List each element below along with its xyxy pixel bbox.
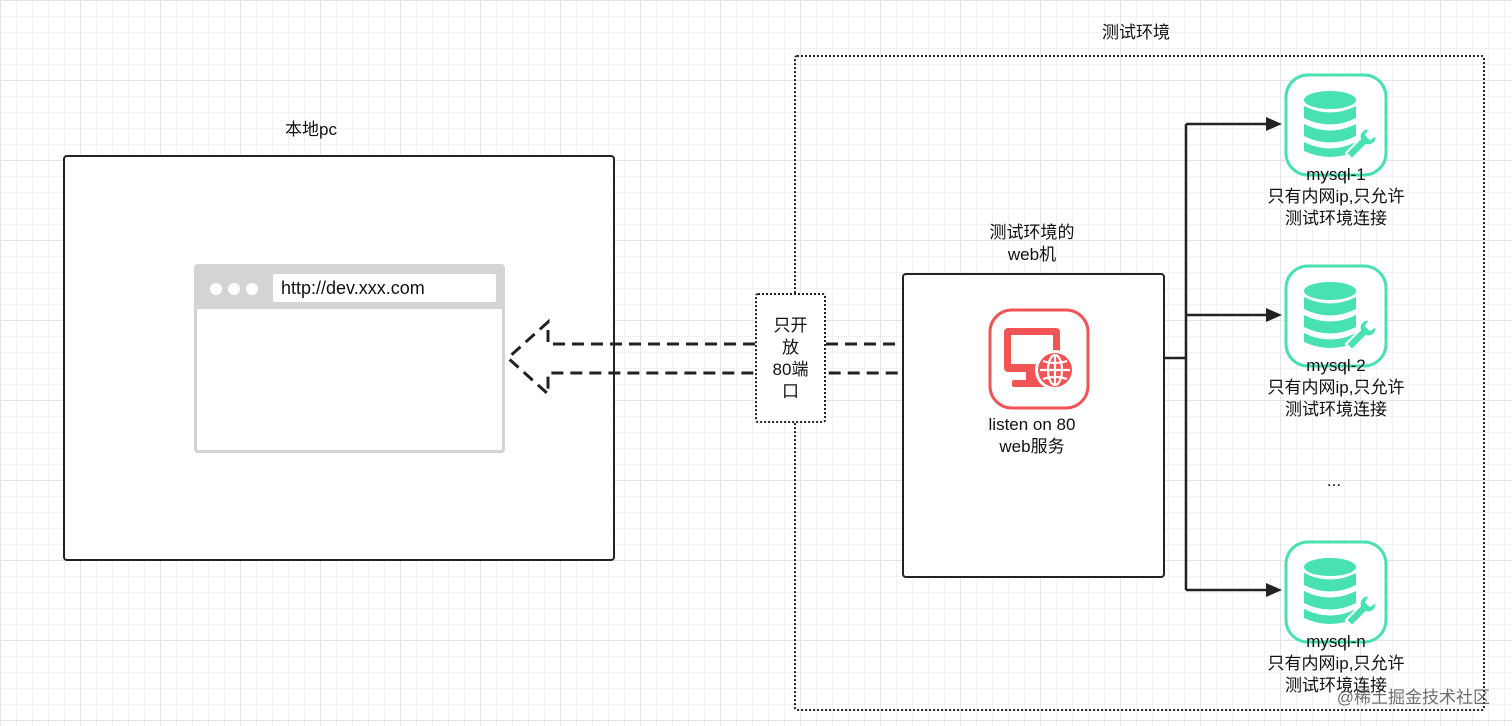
- watermark: @稀土掘金技术社区: [1336, 688, 1490, 707]
- dbn-arrow-head: [1266, 583, 1282, 597]
- local-pc-title: 本地pc: [285, 120, 337, 139]
- window-dot-icon: [210, 283, 222, 295]
- url-bar: http://dev.xxx.com: [273, 274, 496, 302]
- browser-toolbar: http://dev.xxx.com: [197, 267, 502, 309]
- window-dot-icon: [228, 283, 240, 295]
- mysql-n-database-icon: [1284, 540, 1388, 644]
- web-server-icon: [988, 308, 1090, 410]
- db1-arrow-head: [1266, 117, 1282, 131]
- port-label: 只开 放 80端 口: [772, 316, 809, 401]
- mysql-2-label: mysql-2 只有内网ip,只允许 测试环境连接: [1267, 356, 1405, 419]
- test-env-title: 测试环境: [1102, 23, 1170, 42]
- window-dot-icon: [246, 283, 258, 295]
- web-service-label: listen on 80 web服务: [988, 415, 1076, 456]
- mysql-1-label: mysql-1 只有内网ip,只允许 测试环境连接: [1267, 165, 1405, 228]
- mysql-n-label: mysql-n 只有内网ip,只允许 测试环境连接: [1267, 632, 1405, 695]
- left-arrow-outline: [505, 318, 755, 398]
- ellipsis: ...: [1326, 471, 1342, 490]
- mysql-2-database-icon: [1284, 264, 1388, 368]
- web-machine-title: 测试环境的 web机: [989, 223, 1075, 264]
- mysql-1-database-icon: [1284, 73, 1388, 177]
- port-80-gate: 只开 放 80端 口: [755, 293, 826, 423]
- browser-window: http://dev.xxx.com: [194, 264, 505, 453]
- db2-arrow-head: [1266, 308, 1282, 322]
